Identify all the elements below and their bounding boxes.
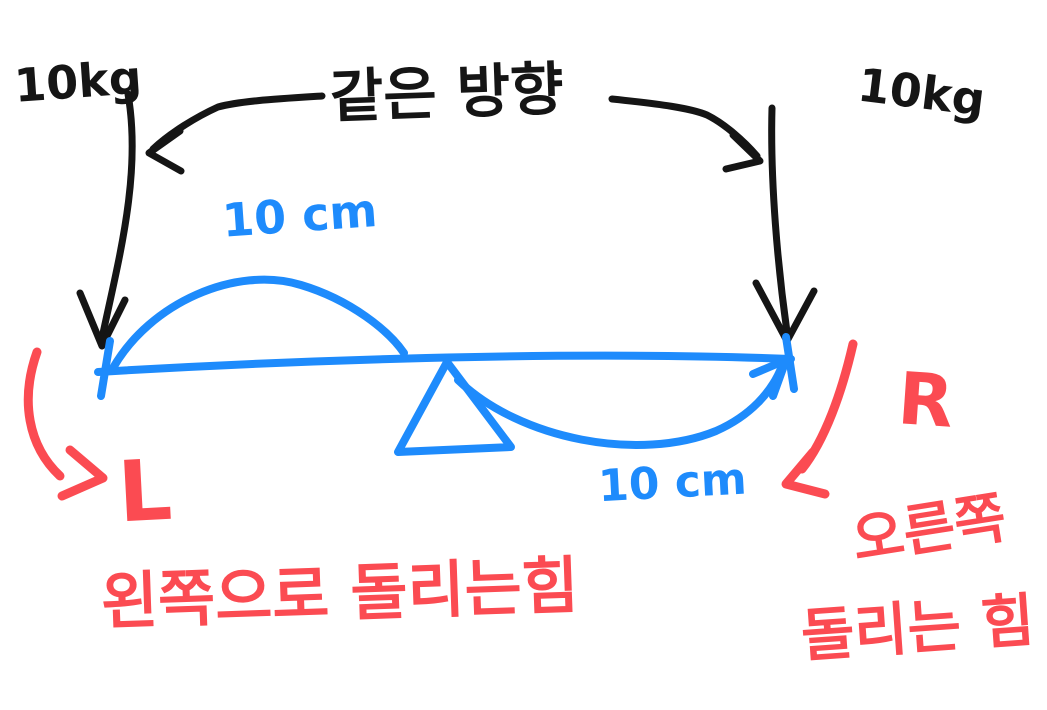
right-distance-label: 10 cm <box>597 454 748 513</box>
left-torque-letter: L <box>116 441 175 542</box>
direction-left-pointer <box>149 92 326 153</box>
left-weight-arrow-shaft <box>98 90 136 342</box>
direction-note-label: 같은 방향 <box>329 55 565 131</box>
left-rotation-arrow <box>23 347 65 481</box>
right-distance-arrowhead <box>749 356 790 400</box>
left-rotation-arrowhead <box>57 445 108 501</box>
left-weight-arrowhead <box>76 289 129 350</box>
right-torque-letter: R <box>895 356 956 444</box>
right-weight-arrow-shaft <box>768 104 791 336</box>
fulcrum-triangle <box>394 358 515 456</box>
left-distance-label: 10 cm <box>220 183 379 248</box>
direction-right-pointer <box>608 95 761 160</box>
direction-right-arrowhead <box>722 131 764 173</box>
direction-left-arrowhead <box>145 127 185 175</box>
right-weight-label: 10kg <box>855 58 988 127</box>
right-caption-line1: 오른쪽 <box>848 485 1011 573</box>
left-weight-label: 10kg <box>12 50 143 113</box>
right-distance-arc <box>454 362 786 449</box>
right-rotation-arrowhead <box>781 447 830 499</box>
left-caption: 왼쪽으로 돌리는힘 <box>100 549 580 639</box>
lever-left-end-tick <box>97 337 114 400</box>
right-caption-line2: 돌리는 힘 <box>799 586 1037 670</box>
left-distance-arc <box>109 275 408 372</box>
lever-right-end-tick <box>782 333 798 393</box>
lever-beam <box>94 351 795 376</box>
